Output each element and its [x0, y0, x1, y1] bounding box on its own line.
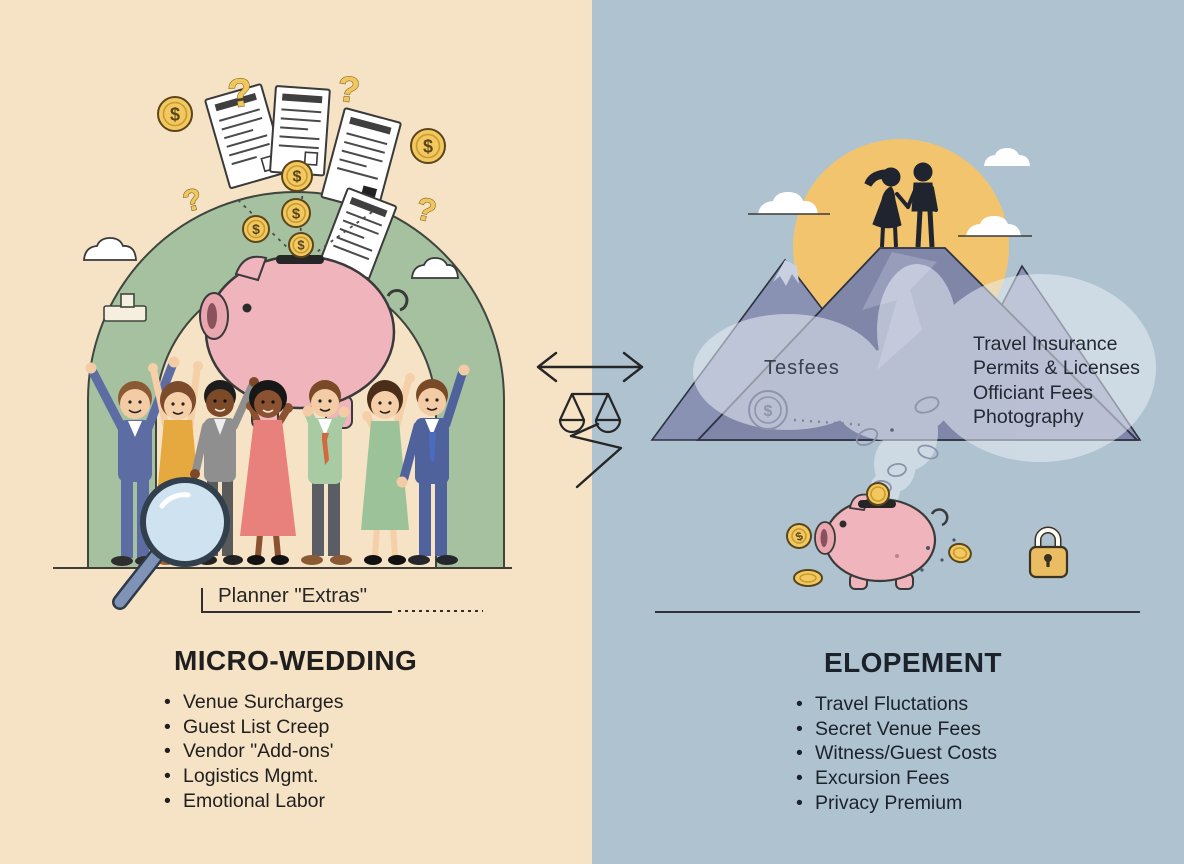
panel-title: MICRO-WEDDING [174, 645, 418, 676]
list-item: •Travel Fluctations [796, 693, 969, 715]
couple-silhouette-icon [864, 162, 938, 248]
micro-wedding-scene: ? ? ? ? $ $ $ $ $ [53, 67, 512, 613]
svg-text:Permits & Licenses: Permits & Licenses [973, 357, 1140, 379]
svg-text:$: $ [764, 403, 773, 420]
sketch-coin-icon: $ [748, 390, 894, 432]
elopement-scene: Tesfees $ Travel Insurance Permits & Lic… [650, 139, 1156, 613]
question-mark-icon: ? [180, 182, 206, 218]
cost-list: •Venue Surcharges •Guest List Creep •Ven… [164, 690, 417, 814]
question-mark-icon: ? [225, 70, 255, 117]
cloud-icon [748, 192, 830, 215]
zigzag-icon [569, 422, 623, 489]
svg-text:Photography: Photography [973, 406, 1084, 428]
coin-icon [948, 542, 972, 564]
list-item: •Emotional Labor [164, 789, 326, 812]
magnifier-icon [112, 477, 230, 610]
list-item: •Excursion Fees [796, 767, 950, 790]
micro-wedding-text-block: MICRO-WEDDING •Venue Surcharges •Guest L… [164, 644, 417, 814]
elopement-text-block: ELOPEMENT •Travel Fluctations •Secret Ve… [796, 646, 1002, 816]
receipt-icon [204, 83, 287, 189]
thought-label: Tesfees [764, 357, 840, 379]
person-figure [396, 364, 470, 565]
piggy-bank-icon [814, 482, 949, 590]
receipt-icon [269, 85, 331, 177]
cost-list: •Travel Fluctations •Secret Venue Fees •… [796, 692, 1002, 816]
coin-icon: $ [281, 160, 313, 192]
cloud-icon [411, 257, 459, 279]
svg-text:$: $ [170, 105, 180, 125]
cloud-icon [83, 237, 137, 261]
compare-arrow-icon [536, 351, 644, 383]
coin-icon [793, 569, 823, 587]
coin-icon: $ [157, 96, 193, 132]
coin-icon: $ [410, 128, 446, 164]
svg-text:$: $ [423, 137, 433, 157]
cloud-icon [984, 148, 1030, 166]
person-figure [240, 380, 296, 565]
list-item: •Guest List Creep [164, 715, 330, 738]
svg-text:Travel Insurance: Travel Insurance [973, 333, 1118, 355]
svg-text:$: $ [293, 169, 302, 186]
caption-underline [201, 588, 483, 613]
list-item: •Witness/Guest Costs [796, 742, 998, 765]
panel-title: ELOPEMENT [824, 647, 1002, 678]
list-item: •Secret Venue Fees [796, 717, 981, 740]
svg-text:Officiant Fees: Officiant Fees [973, 382, 1093, 404]
svg-text:$: $ [252, 221, 260, 237]
lock-icon [1028, 526, 1069, 579]
coin-icon: $ [281, 198, 311, 228]
question-mark-icon: ? [335, 67, 362, 111]
mountain-cost-list: Travel Insurance Permits & Licenses Offi… [973, 333, 1140, 428]
coin-icon: $ [786, 523, 812, 549]
planner-extras-caption: Planner "Extras" [218, 584, 368, 607]
motion-speckles [920, 538, 956, 572]
list-item: •Vendor "Add-ons' [164, 740, 334, 763]
list-item: •Venue Surcharges [164, 691, 344, 713]
mountain-snow [773, 260, 799, 286]
coin-icon [866, 482, 890, 506]
svg-text:$: $ [297, 238, 305, 253]
person-figure [361, 373, 415, 565]
person-figure [301, 380, 352, 565]
comparison-icons [536, 351, 644, 489]
question-mark-icon: ? [412, 190, 440, 230]
piggy-bank-icon: $ [199, 232, 409, 429]
cloud-icon [958, 216, 1032, 237]
receipt-icon [318, 187, 397, 284]
list-item: •Privacy Premium [796, 791, 963, 814]
svg-text:$: $ [793, 529, 805, 545]
svg-text:$: $ [292, 206, 301, 223]
coin-icon: $ [288, 232, 314, 258]
coin-icon: $ [242, 215, 270, 243]
list-item: •Logistics Mgmt. [164, 765, 319, 788]
arch-block-icon [103, 293, 147, 322]
